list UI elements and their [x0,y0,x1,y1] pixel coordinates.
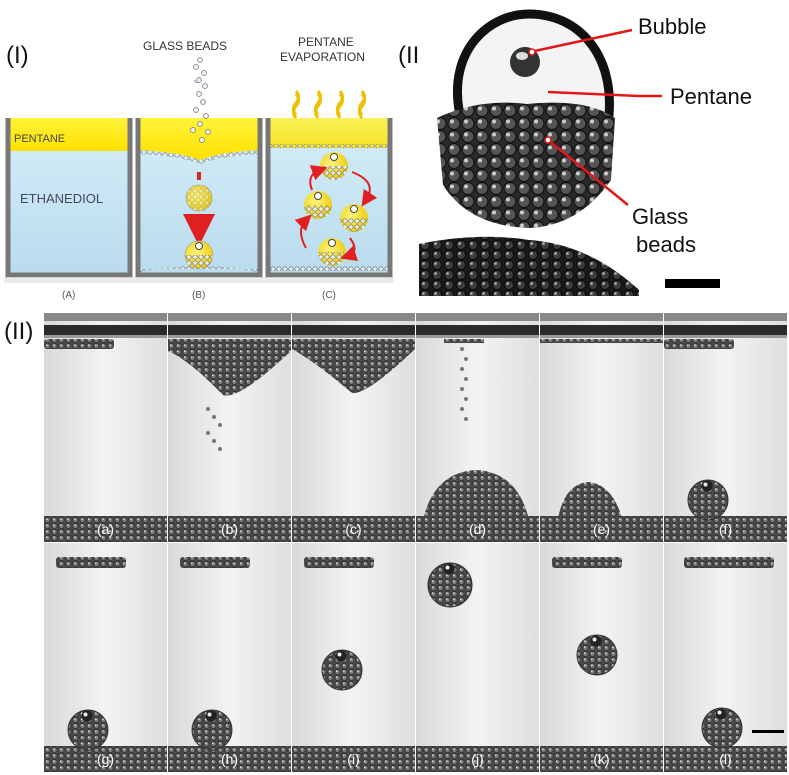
scale-bar-III [665,279,720,288]
frame-d: (d) [416,313,539,542]
container-a [5,118,133,278]
container-c [265,90,393,278]
evaporation-wisps [292,93,366,119]
frame-c: (c) [292,313,415,542]
callout-beads: beads [636,232,696,257]
frame-l: (l) [664,543,787,772]
callout-line-pentane-ext [638,94,662,98]
container-b [135,80,263,278]
schematic-sublabel-a: (A) [62,290,75,301]
frame-label: (b) [221,521,238,537]
evaporation-heading-2: EVAPORATION [280,50,365,64]
frame-j: (j) [416,543,539,772]
frame-label: (j) [471,751,483,767]
frame-label: (l) [719,751,731,767]
frame-f: (f) [664,313,787,542]
bubble-photo [419,0,639,296]
schematic-sublabel-b: (B) [192,290,205,301]
frame-label: (e) [593,521,610,537]
label-part-I: (I) [6,42,29,69]
falling-beads [193,57,207,83]
callout-glass: Glass [632,204,689,229]
frame-label: (k) [593,751,609,767]
schematic-sublabel-c: (C) [322,290,336,301]
callout-pentane: Pentane [670,84,752,109]
frame-k: (k) [540,543,663,772]
schematic-label-pentane: PENTANE [14,133,65,145]
frame-label: (g) [97,751,114,767]
frame-a: (a) [44,313,167,542]
glass-beads-heading: GLASS BEADS [143,39,228,53]
label-part-II: (II) [4,318,34,345]
frame-e: (e) [540,313,663,542]
frame-label: (f) [719,521,732,537]
frame-i: (i) [292,543,415,772]
frame-label: (c) [345,521,361,537]
frame-h: (h) [168,543,291,772]
schematic-label-ethanediol: ETHANEDIOL [20,191,103,206]
frame-label: (i) [347,751,359,767]
frame-g: (g) [44,543,167,772]
frame-b: (b) [168,313,291,542]
callout-bubble: Bubble [638,14,707,39]
frame-label: (d) [469,521,486,537]
evaporation-heading-1: PENTANE [298,35,354,49]
frame-label: (a) [97,521,114,537]
frame-label: (h) [221,751,238,767]
callout-lines [528,28,639,206]
schematic-figure: PENTANE ETHANEDIOL GLASS BEADS PENTANE E… [4,80,394,301]
frame-grid: (a) (b) (c) [44,313,789,775]
